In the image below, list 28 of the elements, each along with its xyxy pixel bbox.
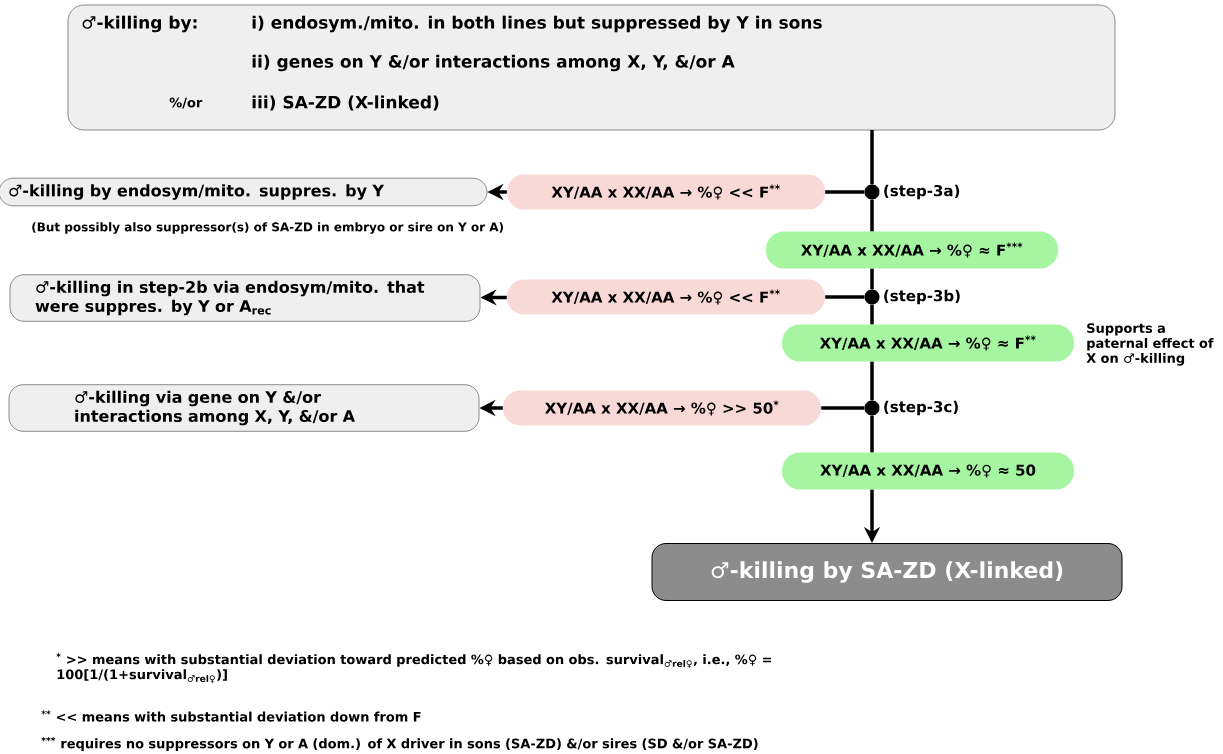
connector-line: [870, 415, 874, 453]
step-label: (step-3b): [884, 289, 960, 305]
cross-result-pill: XY/AA x XX/AA → %♀ ≈ F$^{***}$: [766, 231, 1058, 269]
cross-result-pill: XY/AA x XX/AA → %♀ << F$^{**}$: [507, 174, 825, 210]
condition-box: ♂-killing by: i) endosym./mito. in both lines but suppressed by Y in sons ii) genes on Y &/or interactions among X, Y, &/or A %/or iii) SA-ZD (X-linked): [67, 4, 1116, 131]
cross-result-pill: XY/AA x XX/AA → %♀ ≈ 50: [782, 452, 1074, 490]
connector-line: [870, 199, 874, 232]
outcome-box: ♂-killing in step-2b via endosym/mito. that were suppres. by Y or A$_{rec}$: [9, 274, 481, 322]
outcome-box: ♂-killing via gene on Y &/or interactions among X, Y, &/or A: [8, 384, 480, 432]
connector-line: [825, 295, 865, 299]
step-label: (step-3a): [884, 184, 960, 200]
connector-line: [870, 304, 874, 325]
step-label: (step-3c): [884, 400, 958, 416]
connector-line: [825, 190, 865, 194]
connector-line: [870, 361, 874, 401]
connector-line: [870, 268, 874, 290]
note-text: (But possibly also suppressor(s) of SA-ZD in embryo or sire on Y or A): [32, 222, 503, 234]
footnote-text: $^{***}$ requires no suppressors on Y or A (dom.) of X driver in sons (SA-ZD) &/or sires (SD &/or SA-ZD): [41, 737, 758, 751]
cross-result-pill: XY/AA x XX/AA → %♀ << F$^{**}$: [507, 279, 825, 315]
footnote-text: $^{*}$ >> means with substantial deviation toward predicted %♀ based on obs. survival$_{♂rel♀}$, i.e., %♀ = 100[1/(1+survival$_{♂rel♀}$)]: [56, 653, 772, 683]
note-text: Supports a paternal effect of X on ♂-killing: [1086, 323, 1214, 366]
cross-result-pill: XY/AA x XX/AA → %♀ >> 50$^{*}$: [503, 390, 821, 426]
connector-line: [870, 130, 874, 185]
connector-line: [821, 406, 865, 410]
outcome-box: ♂-killing by endosym/mito. suppres. by Y: [0, 177, 488, 207]
footnote-text: $^{**}$ << means with substantial deviation down from F: [41, 710, 421, 722]
conclusion-box: ♂-killing by SA-ZD (X-linked): [651, 543, 1123, 601]
cross-result-pill: XY/AA x XX/AA → %♀ ≈ F$^{**}$: [782, 324, 1074, 362]
